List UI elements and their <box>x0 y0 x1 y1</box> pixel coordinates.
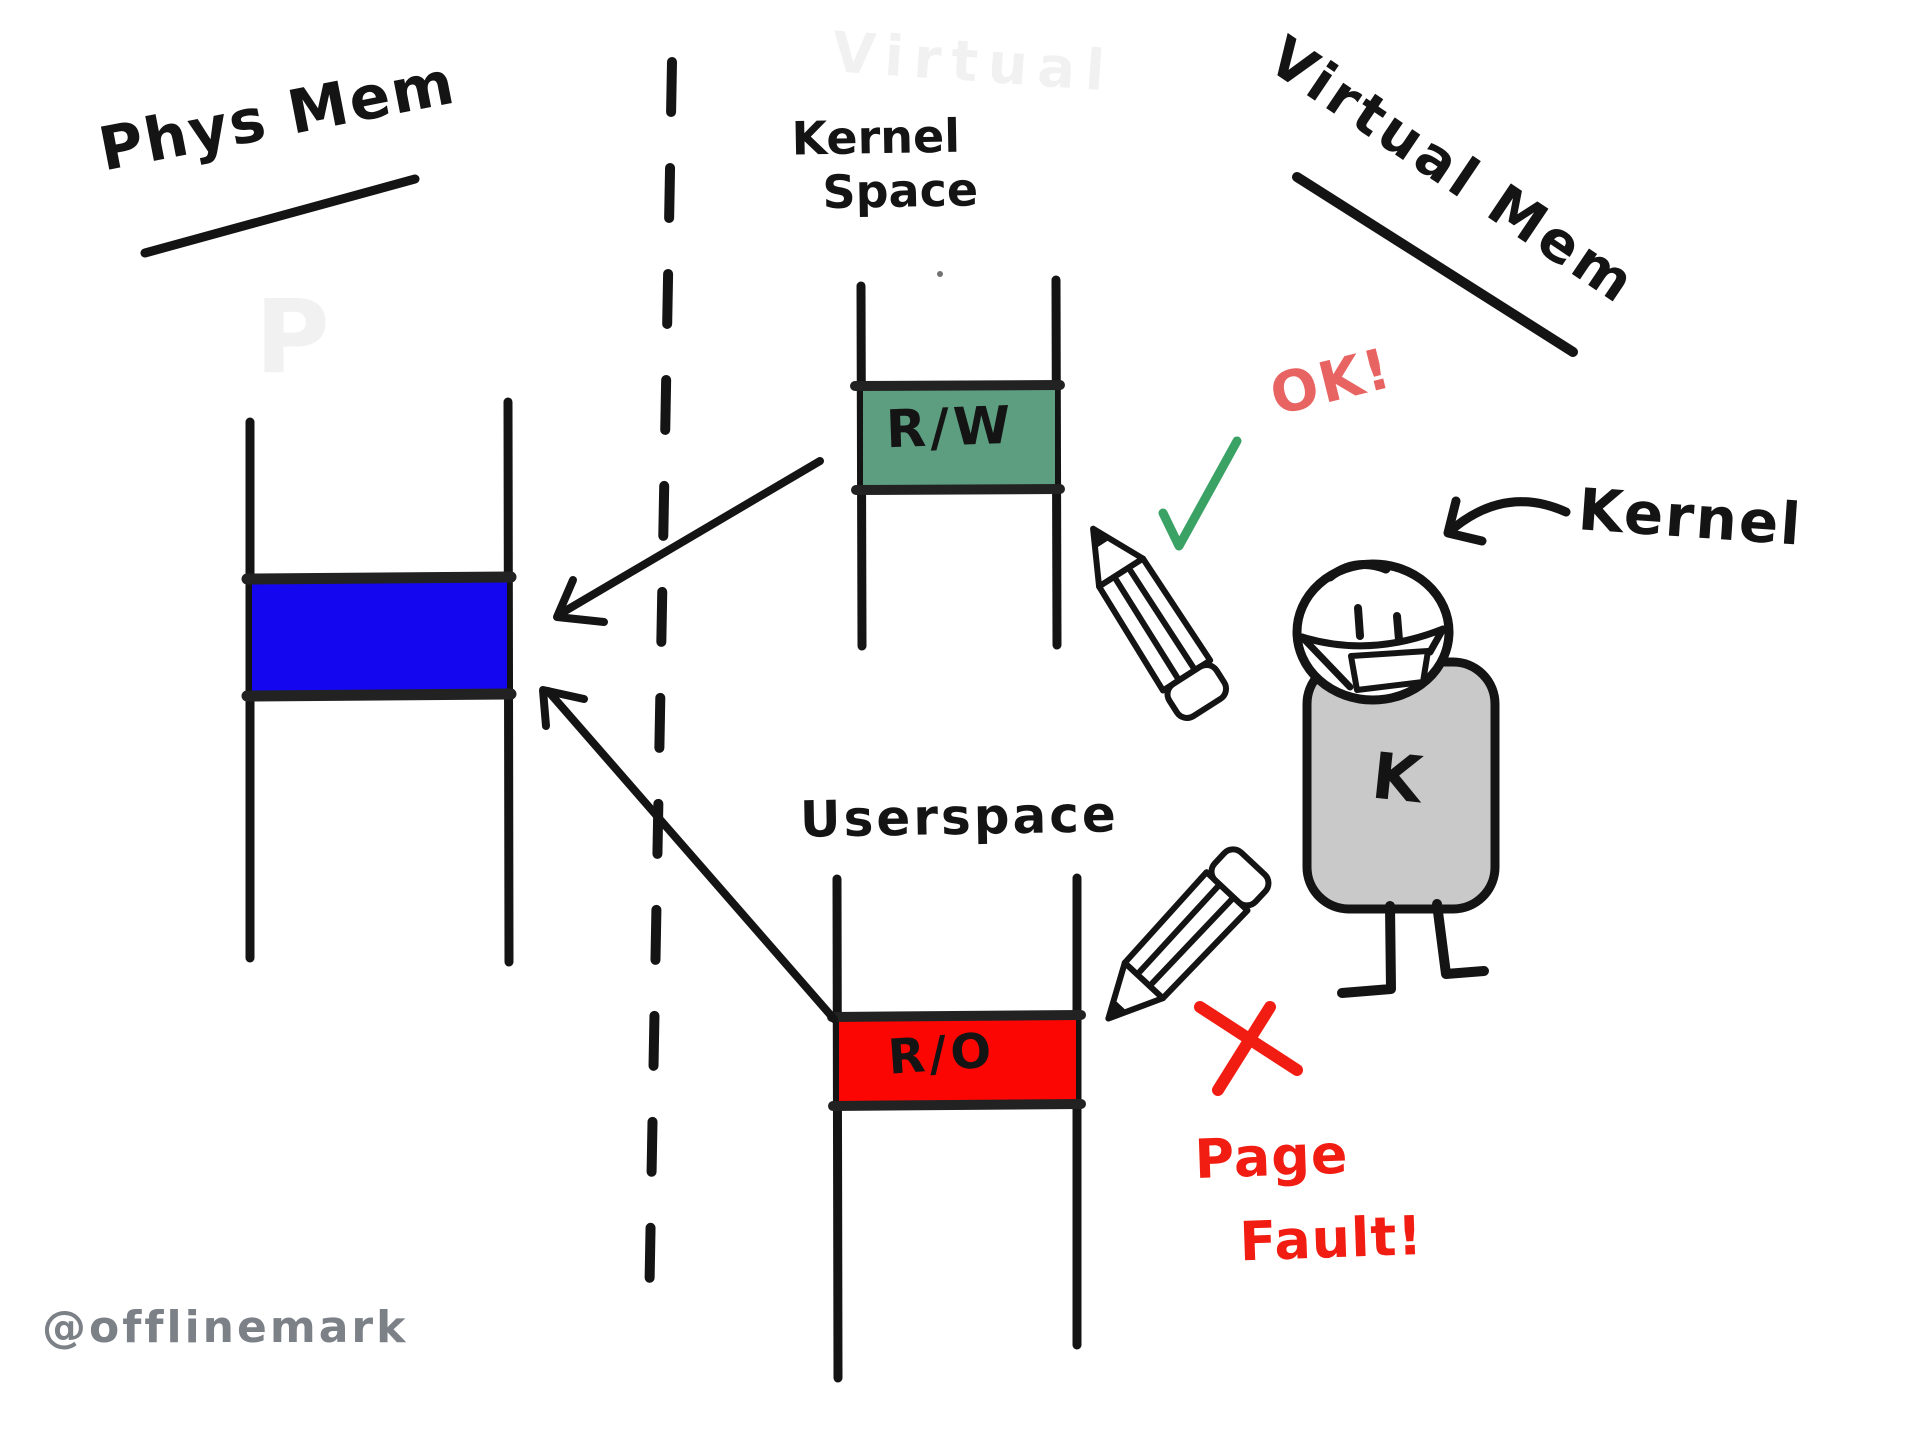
write-ok-check-icon <box>1158 436 1242 551</box>
phys-mem-underline <box>140 174 420 258</box>
write-denied-x-icon <box>1194 1001 1303 1096</box>
phys-mem-column <box>245 397 514 967</box>
ghost-p-text: P <box>255 278 330 397</box>
kernel-mapping-arrow <box>553 457 824 626</box>
kernel-pointer-arrow <box>1443 496 1571 546</box>
kernel-space-label-line2: Space <box>822 162 979 220</box>
virtual-mem-underline <box>1292 172 1578 357</box>
phys-page-box <box>241 571 517 702</box>
page-fault-label-line1: Page <box>1193 1122 1350 1191</box>
rw-permission-label: R/W <box>884 395 1016 461</box>
character-right-eye <box>1393 612 1403 644</box>
userspace-label: Userspace <box>799 785 1120 849</box>
address-space-divider-line <box>644 57 677 1317</box>
page-fault-label: Page Fault! <box>1193 1110 1424 1285</box>
character-left-leg <box>1337 901 1396 998</box>
pencil-icon <box>1105 846 1272 1022</box>
kernel-space-column <box>856 271 1062 651</box>
user-mapping-arrow <box>539 686 838 1023</box>
character-right-leg <box>1432 899 1489 979</box>
character-mask-smile <box>1348 648 1431 693</box>
userspace-column <box>832 873 1082 1383</box>
ro-permission-label: R/O <box>886 1022 998 1086</box>
character-k-letter: K <box>1368 739 1426 819</box>
kernel-space-label-line1: Kernel <box>791 108 961 166</box>
character-left-eye <box>1354 604 1364 640</box>
kernel-rw-box <box>850 380 1065 495</box>
watermark-handle: @offlinemark <box>42 1302 409 1353</box>
character-hair <box>1325 560 1391 582</box>
user-ro-box <box>827 1010 1086 1111</box>
pencil-icon <box>1090 525 1230 721</box>
kernel-character <box>1292 559 1500 998</box>
kernel-space-label: Kernel Space <box>791 108 978 220</box>
character-face-mask <box>1298 625 1447 693</box>
page-fault-label-line2: Fault! <box>1238 1203 1425 1274</box>
